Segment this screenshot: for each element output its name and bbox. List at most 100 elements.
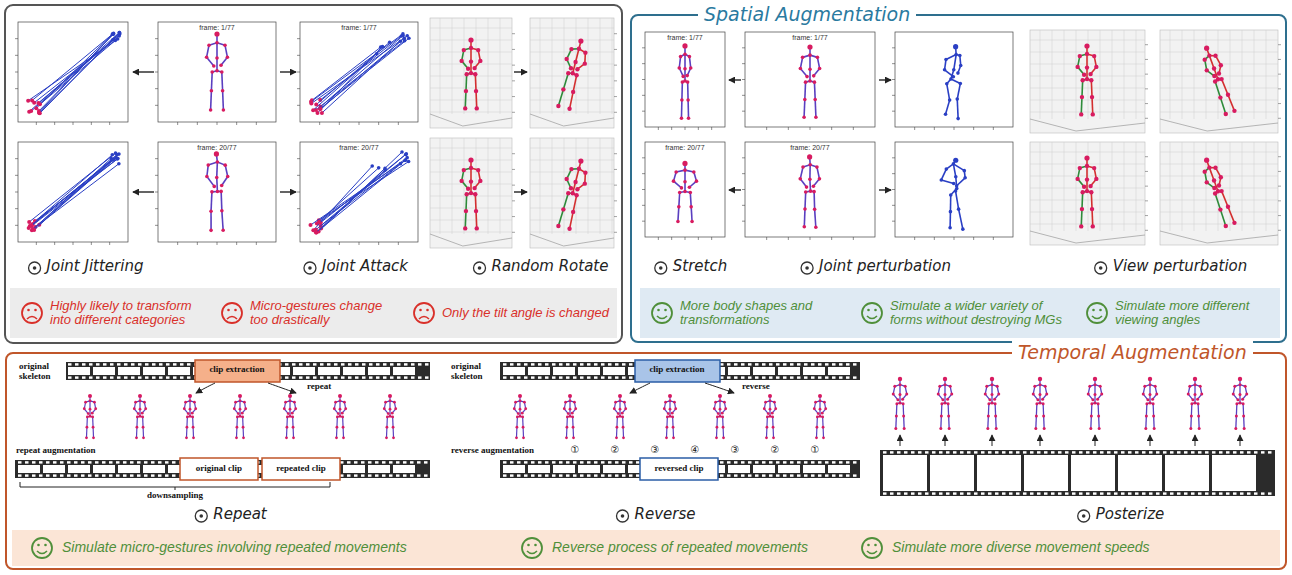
joint-dot xyxy=(221,229,225,233)
sprocket-hole xyxy=(510,474,514,476)
joint-dot xyxy=(388,40,392,44)
joint-dot xyxy=(391,416,394,419)
skeleton-figure xyxy=(1203,158,1237,229)
bone-line xyxy=(953,164,955,177)
skeleton-figure xyxy=(677,43,692,120)
plot-axes xyxy=(895,32,1013,127)
plot-axes xyxy=(300,142,418,242)
sprocket-hole xyxy=(95,461,99,463)
sprocket-hole xyxy=(573,376,577,378)
joint-dot xyxy=(577,167,581,171)
sprocket-hole xyxy=(741,363,745,365)
joint-dot xyxy=(236,416,239,419)
bone-line xyxy=(222,91,224,110)
grid-line xyxy=(530,52,614,53)
joint-dot xyxy=(209,229,213,233)
joint-dot xyxy=(799,67,803,71)
axis-tick xyxy=(831,127,832,130)
film-frame xyxy=(368,367,390,375)
plot-3d-frame xyxy=(1160,142,1281,245)
joint-dot xyxy=(89,408,92,411)
joint-dot xyxy=(814,225,818,229)
bone-line xyxy=(186,427,188,438)
joint-dot xyxy=(1091,224,1095,228)
joint-dot xyxy=(724,407,727,410)
joint-dot xyxy=(475,106,479,110)
sprocket-hole xyxy=(818,376,822,378)
film-frame xyxy=(828,465,850,473)
sprocket-hole xyxy=(361,474,365,476)
sprocket-hole xyxy=(25,461,29,463)
joint-dot xyxy=(721,412,724,415)
joint-dot xyxy=(819,415,822,418)
joint-dot xyxy=(765,436,768,439)
axis-tick xyxy=(1278,230,1281,231)
joint-dot xyxy=(614,401,617,404)
axis-tick xyxy=(217,242,218,245)
joint-dot xyxy=(83,407,86,410)
bone-line xyxy=(210,211,212,230)
sprocket-hole xyxy=(347,474,351,476)
joint-dot xyxy=(822,436,825,439)
sprocket-hole xyxy=(552,461,556,463)
bone-line xyxy=(666,417,668,427)
joint-dot xyxy=(677,66,681,70)
sprocket-hole xyxy=(510,363,514,365)
grid-line xyxy=(1242,142,1243,231)
axis-tick xyxy=(642,47,645,48)
sprocket-hole xyxy=(348,363,352,365)
joint-dot xyxy=(93,401,96,404)
grid-line xyxy=(530,160,614,161)
sprocket-hole xyxy=(403,474,407,476)
joint-dot xyxy=(513,407,516,410)
sprocket-hole xyxy=(783,461,787,463)
joint-dot xyxy=(383,407,386,410)
joint-dot xyxy=(519,415,522,418)
sprocket-hole xyxy=(124,376,128,378)
bone-line xyxy=(809,179,811,191)
sprocket-hole xyxy=(825,376,829,378)
grid-line xyxy=(1206,30,1207,119)
bone-line xyxy=(681,100,683,118)
joint-dot xyxy=(804,190,808,194)
joint-dot xyxy=(668,394,672,398)
axis-tick xyxy=(155,38,158,39)
sprocket-hole xyxy=(116,474,120,476)
sprocket-hole xyxy=(741,474,745,476)
joint-dot xyxy=(567,412,570,415)
joint-dot xyxy=(1085,77,1089,81)
joint-dot xyxy=(619,408,622,411)
joint-dot xyxy=(818,67,822,71)
grid-line xyxy=(1160,200,1278,201)
axis-tick xyxy=(512,33,515,34)
bone-line xyxy=(242,427,244,438)
joint-dot xyxy=(901,398,904,401)
grid-line xyxy=(600,138,601,234)
sprocket-hole xyxy=(411,363,415,365)
bone-line xyxy=(192,427,194,438)
axis-tick xyxy=(1145,59,1148,60)
sprocket-hole xyxy=(53,474,57,476)
sprocket-hole xyxy=(538,376,542,378)
sprocket-hole xyxy=(517,376,521,378)
axis-tick xyxy=(256,242,257,245)
bone-line xyxy=(464,211,466,228)
axis-tick xyxy=(614,49,617,50)
joint-dot xyxy=(215,69,219,73)
bone-line xyxy=(716,417,718,427)
sprocket-hole xyxy=(75,376,79,378)
joint-dot xyxy=(1219,63,1223,67)
joint-dot xyxy=(226,175,230,179)
bone-line xyxy=(186,417,188,427)
plot-frame xyxy=(742,32,875,130)
bone-line xyxy=(1215,193,1220,209)
joint-dot xyxy=(464,72,468,76)
bone-line xyxy=(475,194,477,211)
skeleton-figure xyxy=(937,377,954,430)
joint-dot xyxy=(813,98,817,102)
sprocket-hole xyxy=(347,461,351,463)
axis-tick xyxy=(36,122,37,125)
joint-dot xyxy=(944,112,948,116)
joint-dot xyxy=(571,210,575,214)
sprocket-hole xyxy=(389,474,393,476)
